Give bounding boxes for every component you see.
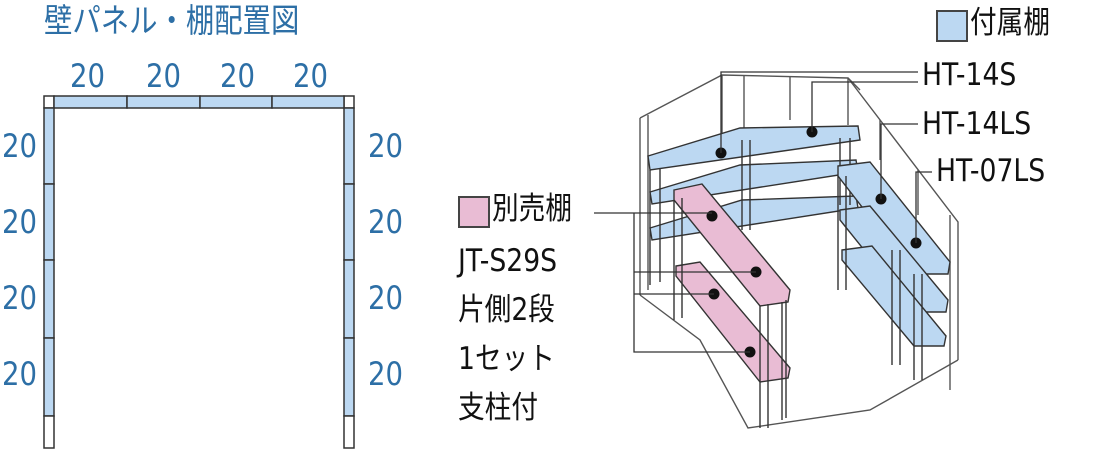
top-panel-width-4: 20 (293, 57, 329, 95)
right-panel-width-1: 20 (368, 127, 404, 165)
top-panel-1 (53, 95, 128, 109)
diagram-title: 壁パネル・棚配置図 (44, 1, 300, 40)
optional-shelf (673, 183, 791, 428)
floor-plan (43, 95, 355, 449)
leader-ht14s-a (720, 71, 918, 153)
left-panel-3 (43, 259, 55, 339)
left-panel-1 (43, 107, 55, 185)
legend-optional-label: 別売棚 (492, 191, 572, 227)
label-ht-07ls: HT-07LS (936, 153, 1046, 189)
label-ht-14ls: HT-14LS (922, 106, 1032, 142)
top-panel-width-3: 20 (220, 57, 256, 95)
isometric-shed (639, 74, 959, 429)
top-panel-width-1: 20 (70, 57, 106, 95)
top-panel-3 (199, 95, 273, 109)
leader-optional-3 (633, 213, 750, 353)
corner-post-top-right (343, 95, 355, 109)
right-panel-width-2: 20 (368, 203, 404, 241)
marker-js29s-1 (706, 210, 718, 222)
label-ht-14s: HT-14S (922, 57, 1017, 93)
leader-ht14ls (880, 123, 918, 199)
left-panel-width-2: 20 (2, 203, 38, 241)
top-panel-4 (271, 95, 345, 109)
left-panel-width-4: 20 (2, 355, 38, 393)
leader-ht07ls (915, 171, 932, 243)
left-panel-width-3: 20 (2, 279, 38, 317)
top-panel-2 (126, 95, 201, 109)
leader-ht14s-b (811, 81, 918, 132)
right-panel-1 (343, 107, 355, 185)
note-one-side-two-tiers: 片側2段 (458, 292, 555, 328)
legend-attached-swatch (936, 10, 968, 42)
right-panel-3 (343, 259, 355, 339)
left-panel-4 (43, 337, 55, 417)
label-jt-s29s: JT-S29S (458, 243, 558, 279)
top-panel-width-2: 20 (146, 57, 182, 95)
corner-post-top-left (43, 95, 55, 109)
left-panel-width-1: 20 (2, 127, 38, 165)
legend-attached-label: 付属棚 (970, 5, 1050, 41)
right-panel-4 (343, 337, 355, 417)
left-panel-2 (43, 183, 55, 261)
right-panel-width-4: 20 (368, 355, 404, 393)
right-shelf (837, 161, 951, 380)
legend-optional-swatch (458, 196, 490, 228)
note-with-posts: 支柱付 (458, 390, 538, 426)
right-panel-width-3: 20 (368, 279, 404, 317)
left-door-post (43, 415, 55, 449)
right-panel-2 (343, 183, 355, 261)
right-door-post (343, 415, 355, 449)
leader-lines (594, 71, 932, 353)
note-one-set: 1セット (458, 341, 555, 377)
